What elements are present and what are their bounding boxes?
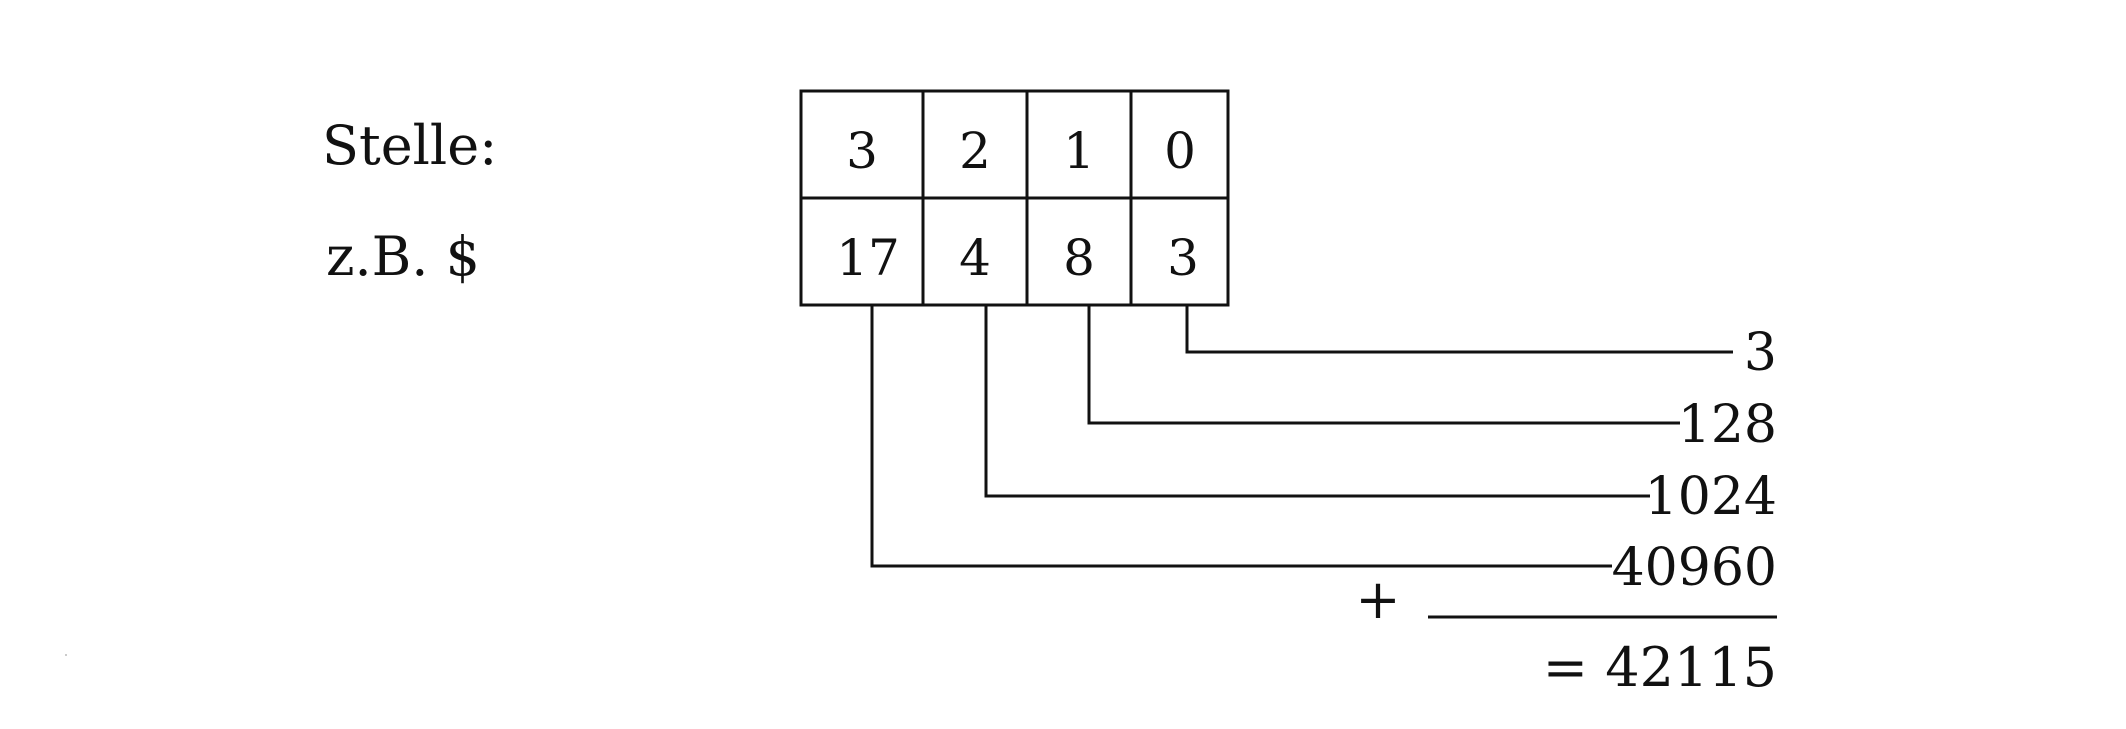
- connector-line-pos2: [984, 305, 1650, 498]
- scan-speck: [65, 654, 67, 656]
- contribution-pos1: 128: [1678, 395, 1777, 455]
- position-cell-0: 0: [1164, 122, 1196, 180]
- connector-line-pos1: [1087, 305, 1680, 425]
- contribution-pos0: 3: [1744, 323, 1777, 383]
- contribution-pos2: 1024: [1645, 467, 1777, 527]
- digit-cell-2: 4: [959, 229, 991, 287]
- example-label: z.B. $: [326, 225, 480, 288]
- digit-cell-1: 8: [1063, 229, 1095, 287]
- digit-table: [799, 89, 1230, 307]
- digit-cell-3: 17: [836, 229, 900, 287]
- position-label: Stelle:: [322, 114, 497, 177]
- plus-sign: +: [1355, 568, 1400, 631]
- contribution-pos3: 40960: [1612, 538, 1777, 598]
- result-value: = 42115: [1543, 636, 1777, 699]
- position-cell-3: 3: [846, 122, 878, 180]
- digit-cell-0: 3: [1167, 229, 1199, 287]
- connector-line-pos0: [1185, 305, 1733, 354]
- position-cell-2: 2: [959, 122, 991, 180]
- connector-line-pos3: [870, 305, 1612, 568]
- position-cell-1: 1: [1063, 122, 1095, 180]
